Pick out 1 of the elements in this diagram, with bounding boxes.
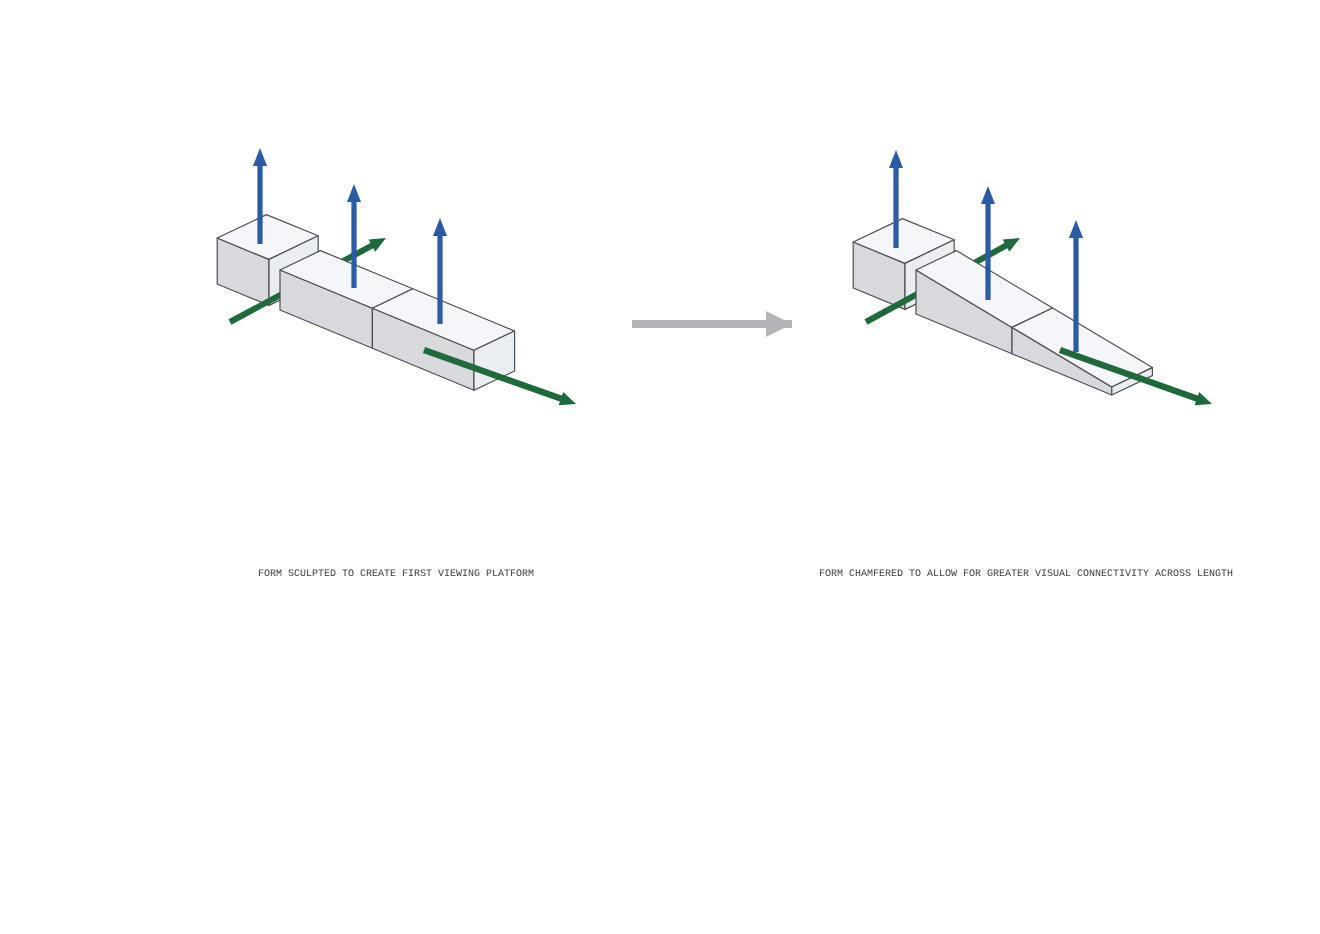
arrow [632,311,792,337]
